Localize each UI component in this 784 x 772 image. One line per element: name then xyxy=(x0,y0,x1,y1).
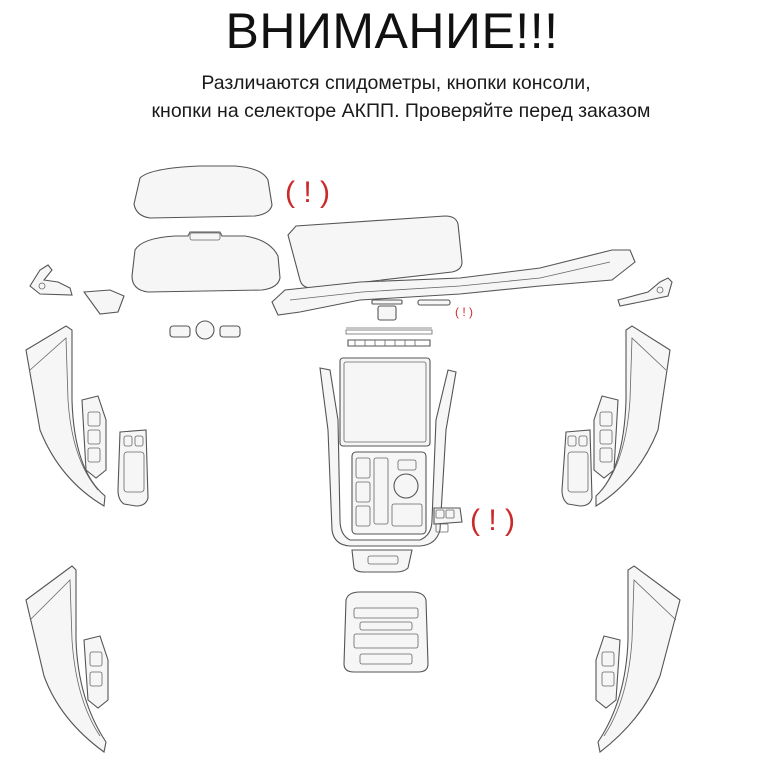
left-front-door-panel xyxy=(25,325,107,507)
dashboard-trim-strip xyxy=(271,249,636,316)
center-console-film xyxy=(319,357,457,547)
console-front-bar xyxy=(351,549,413,573)
left-window-switch-panel xyxy=(117,429,149,507)
warning-title: ВНИМАНИЕ!!! xyxy=(225,3,559,59)
center-vent-controls xyxy=(345,299,451,347)
warning-mark-cluster: ( ! ) xyxy=(285,176,330,209)
main-display-film xyxy=(287,215,463,289)
right-door-trim-small xyxy=(617,277,673,307)
warning-mark-selector: ( ! ) xyxy=(470,504,515,537)
left-rear-door-panel xyxy=(25,565,109,753)
right-window-switch-panel xyxy=(561,429,593,507)
warning-line-2: кнопки на селекторе АКПП. Проверяйте пер… xyxy=(151,100,651,122)
instrument-cluster-film-bottom xyxy=(131,231,281,293)
instrument-cluster-film-top xyxy=(133,165,273,219)
selector-side-buttons xyxy=(433,507,463,533)
right-rear-door-panel xyxy=(595,565,681,753)
warning-mark-vents: ( ! ) xyxy=(455,305,473,319)
right-front-door-panel xyxy=(593,325,671,507)
warning-line-1: Различаются спидометры, кнопки консоли, xyxy=(201,72,591,94)
left-door-trim-small xyxy=(29,264,125,315)
rear-console-panel xyxy=(343,591,429,673)
steering-wheel-buttons xyxy=(169,320,241,340)
gear-selector-film xyxy=(351,451,427,535)
